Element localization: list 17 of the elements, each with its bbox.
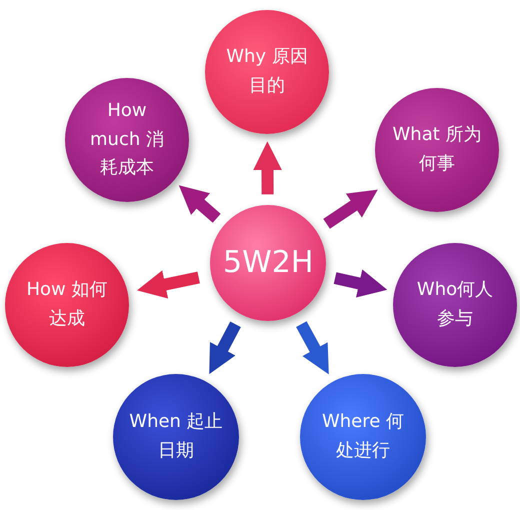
arrow [178, 185, 221, 223]
arrow [296, 321, 329, 374]
topic-label: How much 消耗成本 [89, 98, 165, 180]
topic-label: How 如何达成 [26, 278, 108, 331]
topic-label: Why 原因目的 [225, 45, 309, 98]
arrow [209, 322, 241, 374]
topic-label: Who何人参与 [416, 278, 494, 331]
topic-label: What 所为何事 [391, 123, 482, 176]
topic-circle [375, 88, 499, 212]
arrow [323, 190, 378, 229]
center-circle [210, 205, 326, 321]
topic-label: When 起止日期 [128, 410, 224, 463]
arrow [334, 269, 388, 298]
arrow [253, 141, 282, 194]
center-label: 5W2H [223, 244, 313, 282]
arrow [137, 270, 200, 299]
topic-label: Where 何处进行 [320, 410, 406, 463]
